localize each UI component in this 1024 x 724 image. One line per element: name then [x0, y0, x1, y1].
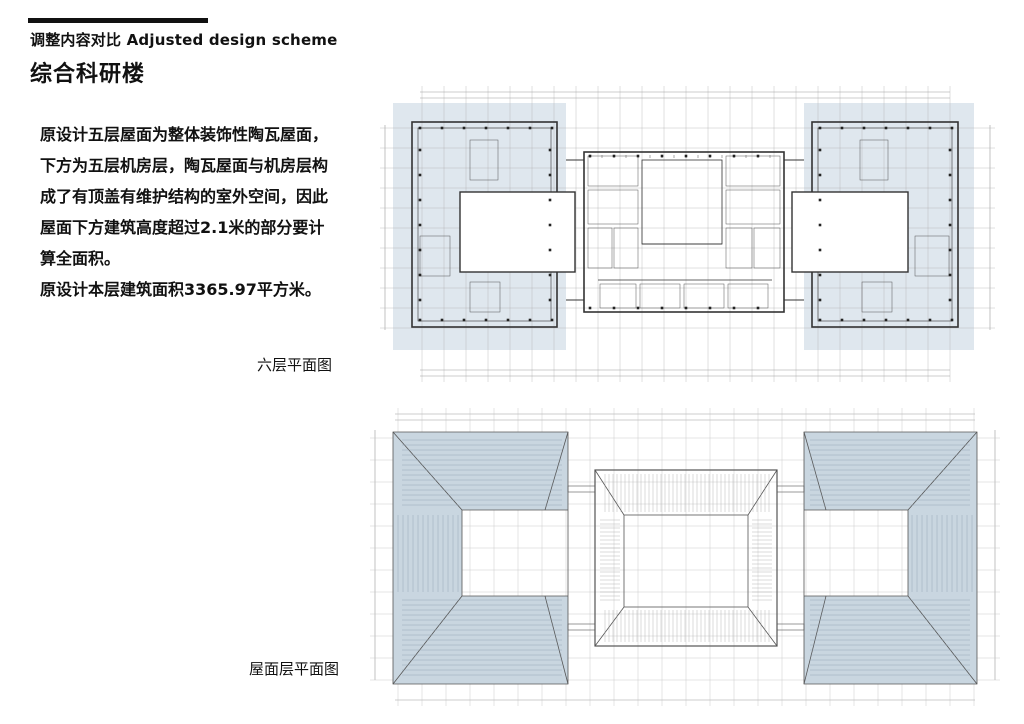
central-roof — [567, 469, 805, 647]
description-paragraph-2: 原设计本层建筑面积3365.97平方米。 — [40, 280, 321, 299]
sixth-floor-caption: 六层平面图 — [257, 356, 333, 374]
sixth-floor-columns — [418, 126, 954, 322]
sixth-floor-dimension-lines — [384, 91, 991, 377]
page-title: 综合科研楼 — [30, 62, 146, 87]
roof-dimension-lines — [374, 413, 996, 701]
header-accent-bar — [28, 18, 208, 23]
central-block-outline — [566, 151, 804, 313]
roof-plan-caption: 屋面层平面图 — [249, 660, 340, 678]
west-wing-outline — [411, 121, 576, 328]
east-roof — [803, 431, 978, 685]
description-text: 原设计五层屋面为整体装饰性陶瓦屋面，下方为五层机房层，陶瓦屋面与机房层构成了有顶… — [40, 119, 340, 305]
east-wing-outline — [791, 121, 959, 328]
west-roof — [392, 431, 569, 685]
description-paragraph-1: 原设计五层屋面为整体装饰性陶瓦屋面，下方为五层机房层，陶瓦屋面与机房层构成了有顶… — [40, 125, 329, 268]
section-subtitle: 调整内容对比 Adjusted design scheme — [30, 31, 338, 49]
